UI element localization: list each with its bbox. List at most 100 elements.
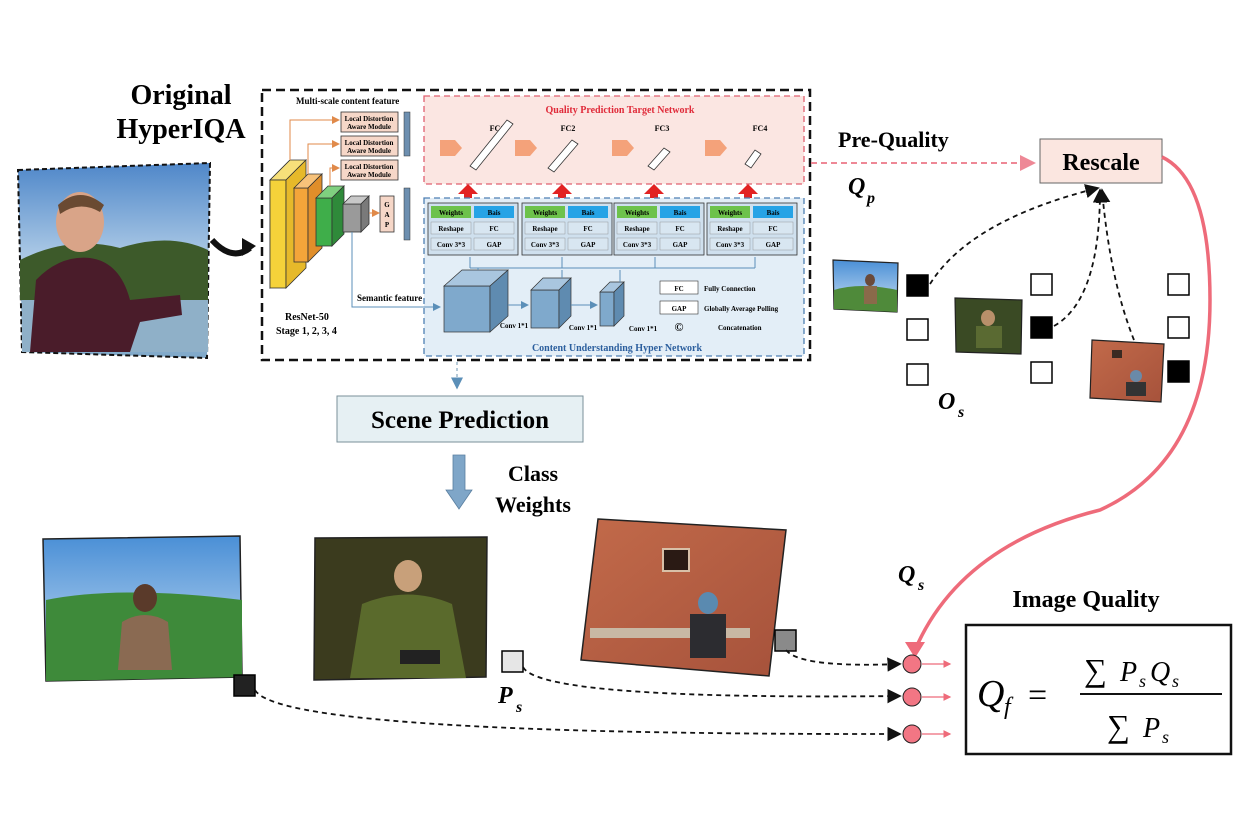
svg-text:Conv 3*3: Conv 3*3	[716, 241, 745, 249]
svg-text:FC: FC	[768, 225, 777, 233]
svg-text:∑: ∑	[1084, 652, 1107, 688]
ps-square-2	[501, 650, 524, 673]
image-quality-title: Image Quality	[1012, 587, 1159, 613]
svg-text:FC4: FC4	[753, 124, 768, 133]
qp-symbol: Q p	[848, 174, 875, 207]
resnet-label: ResNet-50	[285, 312, 329, 323]
quality-formula: Q f = ∑ P s Q s ∑ P s	[977, 652, 1222, 747]
class-weights-line-1: Class	[508, 461, 559, 486]
svg-text:Bais: Bais	[488, 209, 501, 217]
svg-text:FC2: FC2	[561, 124, 576, 133]
semantic-path	[351, 232, 441, 311]
scene-down-arrow	[445, 454, 473, 510]
svg-text:Weights: Weights	[625, 209, 649, 217]
ps-square-3	[774, 629, 797, 652]
svg-text:s: s	[515, 699, 522, 716]
svg-text:Q: Q	[848, 174, 865, 200]
svg-text:Reshape: Reshape	[532, 225, 557, 233]
svg-text:Weights: Weights	[439, 209, 463, 217]
svg-text:P: P	[1142, 713, 1160, 744]
svg-text:P: P	[1119, 657, 1137, 688]
weight-generator-4: Weights Bais Reshape FC Conv 3*3 GAP	[706, 202, 798, 256]
bottom-image-3	[580, 518, 787, 677]
bottom-image-1	[42, 535, 243, 682]
svg-text:FC: FC	[674, 285, 683, 293]
network-legend: FC Fully Connection GAP Globally Average…	[659, 280, 779, 334]
lda-modules: Local Distortion Aware Module Local Dist…	[340, 111, 399, 181]
svg-text:=: =	[1028, 677, 1047, 714]
sample1-to-rescale	[929, 184, 1100, 285]
svg-text:GAP: GAP	[766, 241, 782, 249]
ps3-to-node	[785, 649, 902, 672]
sample2-to-rescale	[1053, 188, 1108, 327]
scene-prediction-label: Scene Prediction	[371, 407, 549, 434]
svg-text:f: f	[1004, 694, 1014, 720]
svg-text:p: p	[865, 190, 875, 207]
svg-text:GAP: GAP	[672, 305, 688, 313]
fusion-nodes	[902, 654, 952, 744]
svg-text:Conv 3*3: Conv 3*3	[437, 241, 466, 249]
title-line-1: Original	[130, 80, 231, 111]
fc-layers: FC1 FC2 FC3 FC4	[440, 119, 768, 173]
svg-text:∑: ∑	[1107, 708, 1130, 744]
svg-text:s: s	[1172, 671, 1179, 691]
ps2-to-node	[522, 666, 902, 704]
multiscale-label: Multi-scale content feature	[296, 96, 399, 106]
person-hoodie	[30, 257, 182, 352]
weight-generator-1: Weights Bais Reshape FC Conv 3*3 GAP	[427, 202, 519, 256]
svg-text:Conv 1*1: Conv 1*1	[629, 325, 658, 333]
rescale-box	[1039, 138, 1163, 184]
svg-text:Globally Average Polling: Globally Average Polling	[704, 305, 779, 313]
svg-text:GAP: GAP	[581, 241, 597, 249]
pre-quality-label: Pre-Quality	[838, 127, 949, 152]
svg-text:GAP: GAP	[487, 241, 503, 249]
svg-text:FC: FC	[675, 225, 684, 233]
conv-cubes: Conv 1*1 Conv 1*1 Conv 1*1	[443, 269, 658, 333]
scene-sample-2	[954, 297, 1023, 355]
svg-text:FC3: FC3	[655, 124, 670, 133]
svg-text:s: s	[1139, 671, 1146, 691]
feature-vector-stacks	[403, 111, 411, 241]
svg-text:©: ©	[675, 320, 684, 334]
bottom-image-2	[313, 536, 488, 681]
svg-text:O: O	[938, 389, 955, 415]
stages-label: Stage 1, 2, 3, 4	[276, 326, 337, 337]
svg-text:Conv 1*1: Conv 1*1	[500, 322, 529, 330]
svg-text:Aware Module: Aware Module	[347, 147, 391, 155]
svg-text:G: G	[384, 201, 390, 209]
ps-square-1	[233, 674, 256, 697]
svg-text:Q: Q	[1150, 657, 1170, 688]
svg-text:Bais: Bais	[582, 209, 595, 217]
svg-text:P: P	[497, 683, 513, 709]
hyper-network-title: Content Understanding Hyper Network	[532, 343, 703, 354]
svg-text:Reshape: Reshape	[624, 225, 649, 233]
semantic-label: Semantic feature	[357, 293, 422, 303]
os-symbol: O s	[938, 389, 964, 421]
svg-text:A: A	[384, 211, 389, 219]
svg-text:Weights: Weights	[718, 209, 742, 217]
qs-curve	[913, 155, 1212, 651]
svg-text:Q: Q	[898, 562, 915, 588]
svg-text:Weights: Weights	[533, 209, 557, 217]
svg-text:Local Distortion: Local Distortion	[345, 139, 394, 147]
svg-text:FC: FC	[583, 225, 592, 233]
scene-prediction-box	[336, 395, 584, 443]
svg-text:Conv 3*3: Conv 3*3	[623, 241, 652, 249]
weight-generator-3: Weights Bais Reshape FC Conv 3*3 GAP	[613, 202, 705, 256]
svg-text:Reshape: Reshape	[438, 225, 463, 233]
svg-text:FC1: FC1	[490, 124, 505, 133]
gap-box	[379, 195, 395, 233]
rescale-label: Rescale	[1062, 150, 1140, 176]
original-hyperiqa-title: Original HyperIQA	[116, 80, 246, 145]
class-score-squares	[906, 273, 1190, 386]
svg-text:Local Distortion: Local Distortion	[345, 115, 394, 123]
ps-symbol: P s	[497, 683, 522, 716]
svg-text:P: P	[385, 221, 390, 229]
svg-text:Aware Module: Aware Module	[347, 171, 391, 179]
formula-box	[964, 623, 1233, 756]
svg-text:Bais: Bais	[767, 209, 780, 217]
title-line-2: HyperIQA	[116, 114, 246, 145]
svg-text:Bais: Bais	[674, 209, 687, 217]
svg-text:Reshape: Reshape	[717, 225, 742, 233]
sample3-to-rescale	[1095, 188, 1135, 341]
